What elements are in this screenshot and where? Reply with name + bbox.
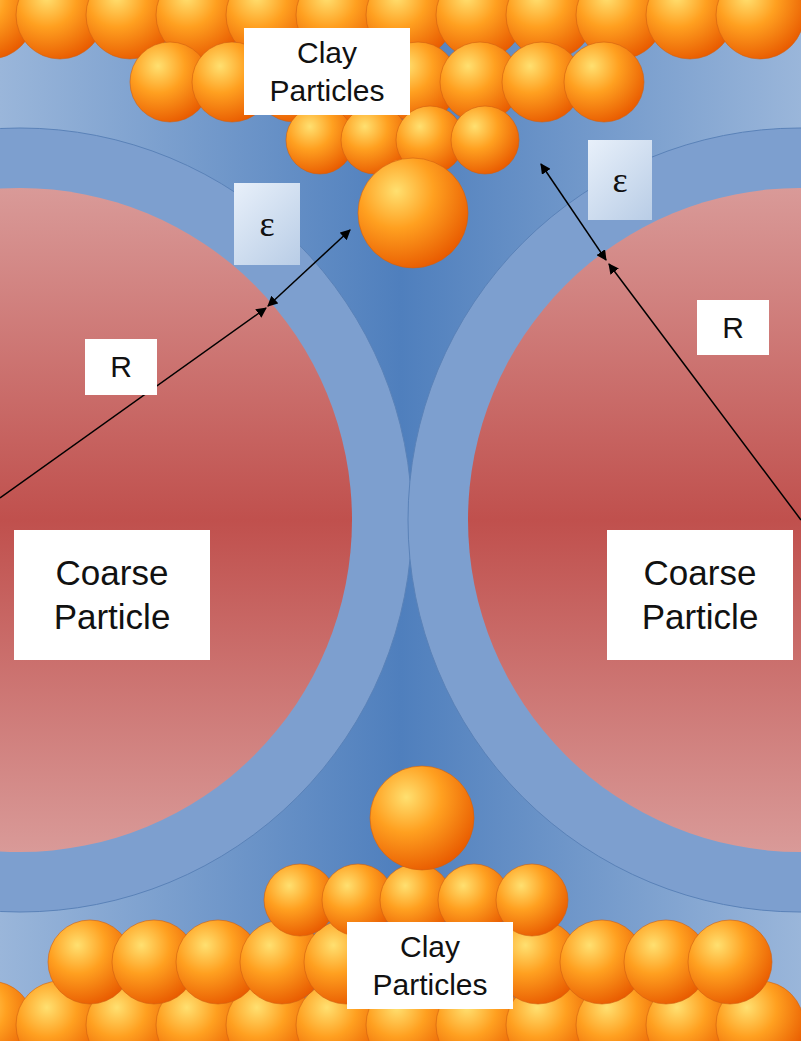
coarse-label-box: Coarse Particle — [607, 530, 793, 660]
node-label: R — [110, 348, 132, 386]
radius-arrow — [0, 308, 266, 498]
node-label: ε — [612, 158, 627, 203]
node-label: Coarse Particle — [27, 551, 197, 639]
clay-particle — [451, 106, 519, 174]
node-label: Coarse Particle — [615, 551, 785, 639]
gap-label-box: ε — [588, 140, 652, 220]
clay-particle — [370, 766, 474, 870]
radius-label-box: R — [697, 300, 769, 355]
clay-label-box: Clay Particles — [244, 28, 410, 115]
clay-particle — [358, 158, 468, 268]
water-film — [0, 128, 412, 912]
coarse-particle — [0, 188, 352, 852]
node-label: Clay Particles — [355, 928, 505, 1003]
coarse-label-box: Coarse Particle — [14, 530, 210, 660]
node-label: R — [722, 309, 744, 347]
coarse-particle — [468, 188, 801, 852]
clay-label-box: Clay Particles — [347, 922, 513, 1009]
clay-particle — [564, 42, 644, 122]
clay-particle — [688, 920, 772, 1004]
radius-arrow — [609, 264, 801, 520]
gap-label-box: ε — [234, 183, 300, 265]
node-label: Clay Particles — [252, 34, 402, 109]
node-label: ε — [259, 202, 274, 247]
radius-label-box: R — [85, 339, 157, 395]
clay-particle — [716, 0, 801, 59]
